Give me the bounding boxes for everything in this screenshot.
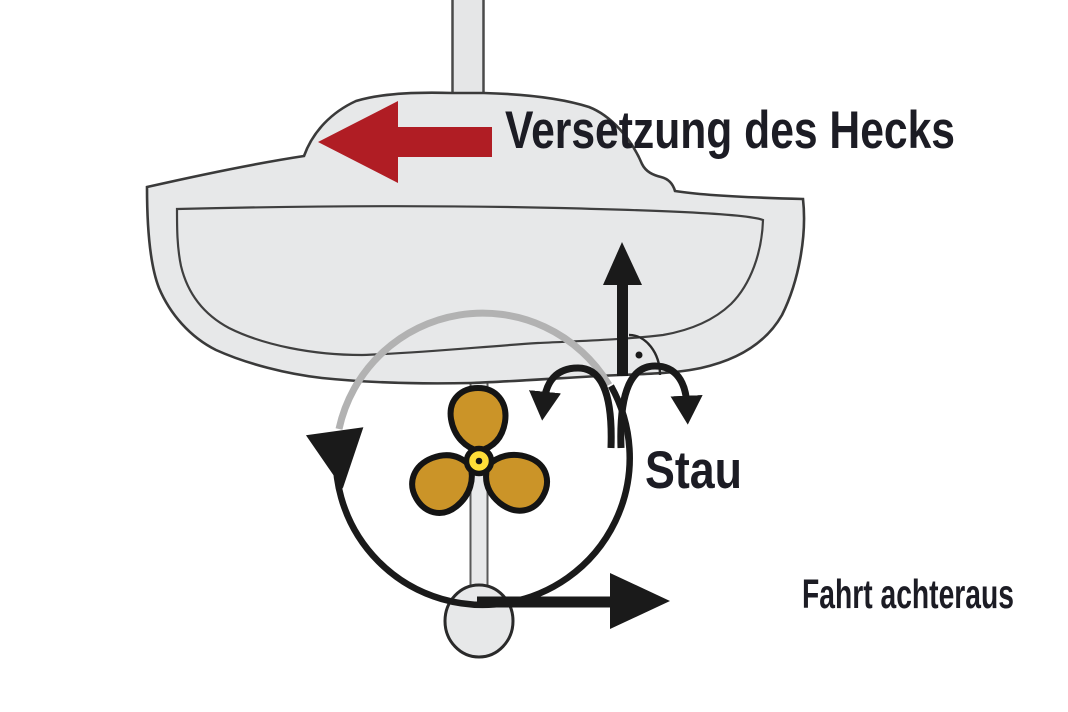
rotation-circle-upper-arc — [335, 309, 613, 430]
label-stern-displacement: Versetzung des Hecks — [505, 101, 955, 160]
hull-inner-outline — [175, 205, 765, 357]
upward-flow-arrow-icon — [603, 242, 642, 376]
propeller-blade-right — [483, 451, 550, 514]
propeller-icon — [409, 385, 550, 516]
keel-bulb — [443, 583, 515, 659]
rotation-direction-arrowhead — [305, 427, 364, 489]
label-fahrt-achteraus: Fahrt achteraus — [802, 571, 1014, 617]
stern-displacement-arrow-icon — [318, 101, 492, 183]
boat-hull — [145, 91, 806, 385]
stau-swirl-left-icon — [529, 364, 615, 449]
stau-swirl-right-icon — [617, 362, 703, 449]
keel-post — [451, 0, 485, 100]
rudder-pivot-dot — [635, 351, 643, 359]
upward-arrow-shaft — [617, 278, 628, 376]
propeller-hub-dot — [475, 457, 483, 465]
propeller-blade-left — [409, 452, 475, 516]
bottom-arrow-head — [610, 573, 670, 629]
bottom-flow-arrow-icon — [477, 573, 670, 629]
propeller-blade-top — [447, 385, 509, 454]
label-stau: Stau — [645, 441, 742, 500]
bottom-arrow-shaft — [477, 596, 613, 608]
upward-arrow-head — [603, 242, 642, 285]
